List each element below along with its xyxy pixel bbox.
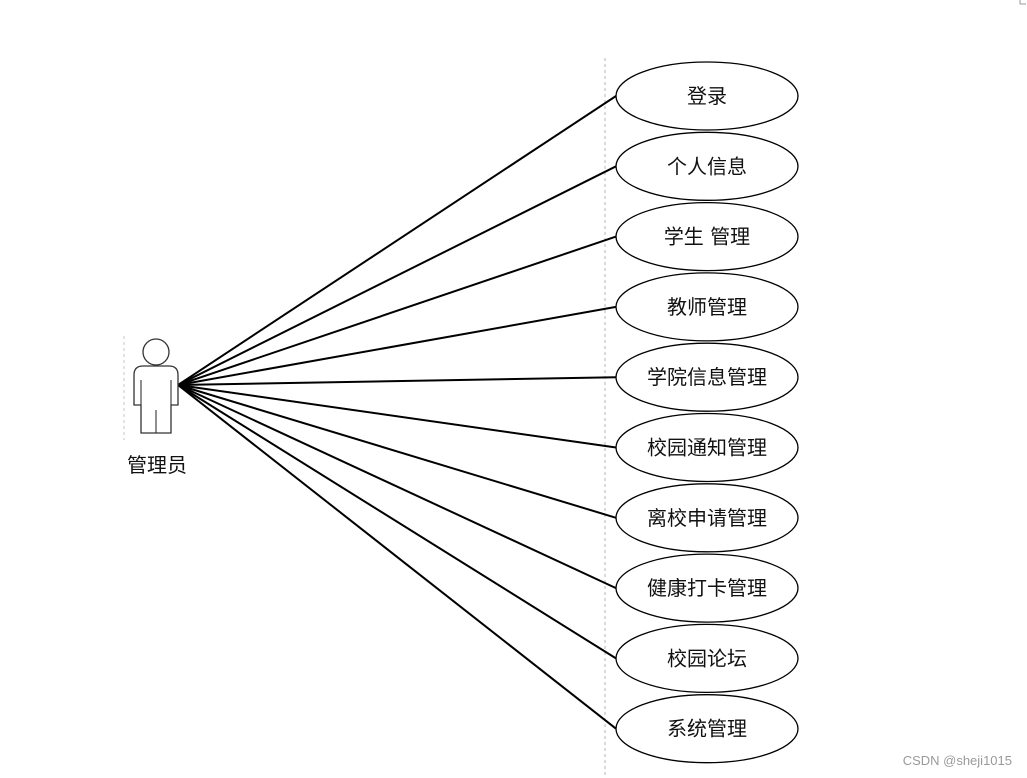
- use-case-label: 健康打卡管理: [647, 576, 767, 600]
- association-line: [177, 384, 617, 660]
- use-case-ellipse: [615, 694, 799, 764]
- use-case: 校园论坛: [615, 623, 799, 694]
- use-case-label: 教师管理: [667, 295, 747, 319]
- use-case-label: 离校申请管理: [647, 506, 767, 530]
- use-case-label: 校园通知管理: [647, 436, 767, 460]
- use-case-ellipse: [615, 272, 799, 342]
- association-line: [177, 95, 617, 386]
- use-case: 系统管理: [615, 694, 799, 764]
- association-line: [177, 235, 617, 386]
- use-case-ellipse: [615, 483, 799, 553]
- association-line: [177, 384, 617, 730]
- association-line: [177, 376, 617, 386]
- actor-label: 管理员: [127, 453, 187, 477]
- use-case-ellipse: [615, 131, 799, 201]
- use-case-label: 系统管理: [667, 717, 747, 741]
- association-lines: [177, 95, 617, 730]
- use-case-ellipse: [615, 412, 799, 483]
- stick-figure-icon: [133, 365, 179, 434]
- use-case: 健康打卡管理: [615, 553, 799, 623]
- association-line: [177, 305, 617, 386]
- use-case: 校园通知管理: [615, 412, 799, 483]
- use-case: 离校申请管理: [615, 483, 799, 553]
- watermark: CSDN @sheji1015: [903, 753, 1012, 768]
- use-case-ellipse: [615, 201, 799, 272]
- use-case: 个人信息: [615, 131, 799, 201]
- association-line: [177, 384, 617, 449]
- use-case-label: 登录: [687, 84, 727, 108]
- use-case: 学院信息管理: [615, 342, 799, 412]
- association-line: [177, 384, 617, 519]
- use-case: 登录: [615, 61, 799, 131]
- use-case-ellipse: [615, 342, 799, 412]
- use-case-label: 个人信息: [667, 154, 747, 178]
- use-case-ellipse: [615, 553, 799, 623]
- corner-mark: [1019, 0, 1026, 5]
- actor-head: [142, 338, 170, 366]
- use-case: 教师管理: [615, 272, 799, 342]
- use-case-label: 校园论坛: [667, 646, 747, 670]
- use-case-ellipse: [615, 623, 799, 694]
- association-line: [177, 165, 617, 386]
- use-case-ellipse: [615, 61, 799, 131]
- use-case-label: 学院信息管理: [647, 365, 767, 389]
- use-case-label: 学生 管理: [664, 225, 750, 249]
- actor-figure: [133, 338, 179, 434]
- association-line: [177, 384, 617, 590]
- use-case: 学生 管理: [615, 201, 799, 272]
